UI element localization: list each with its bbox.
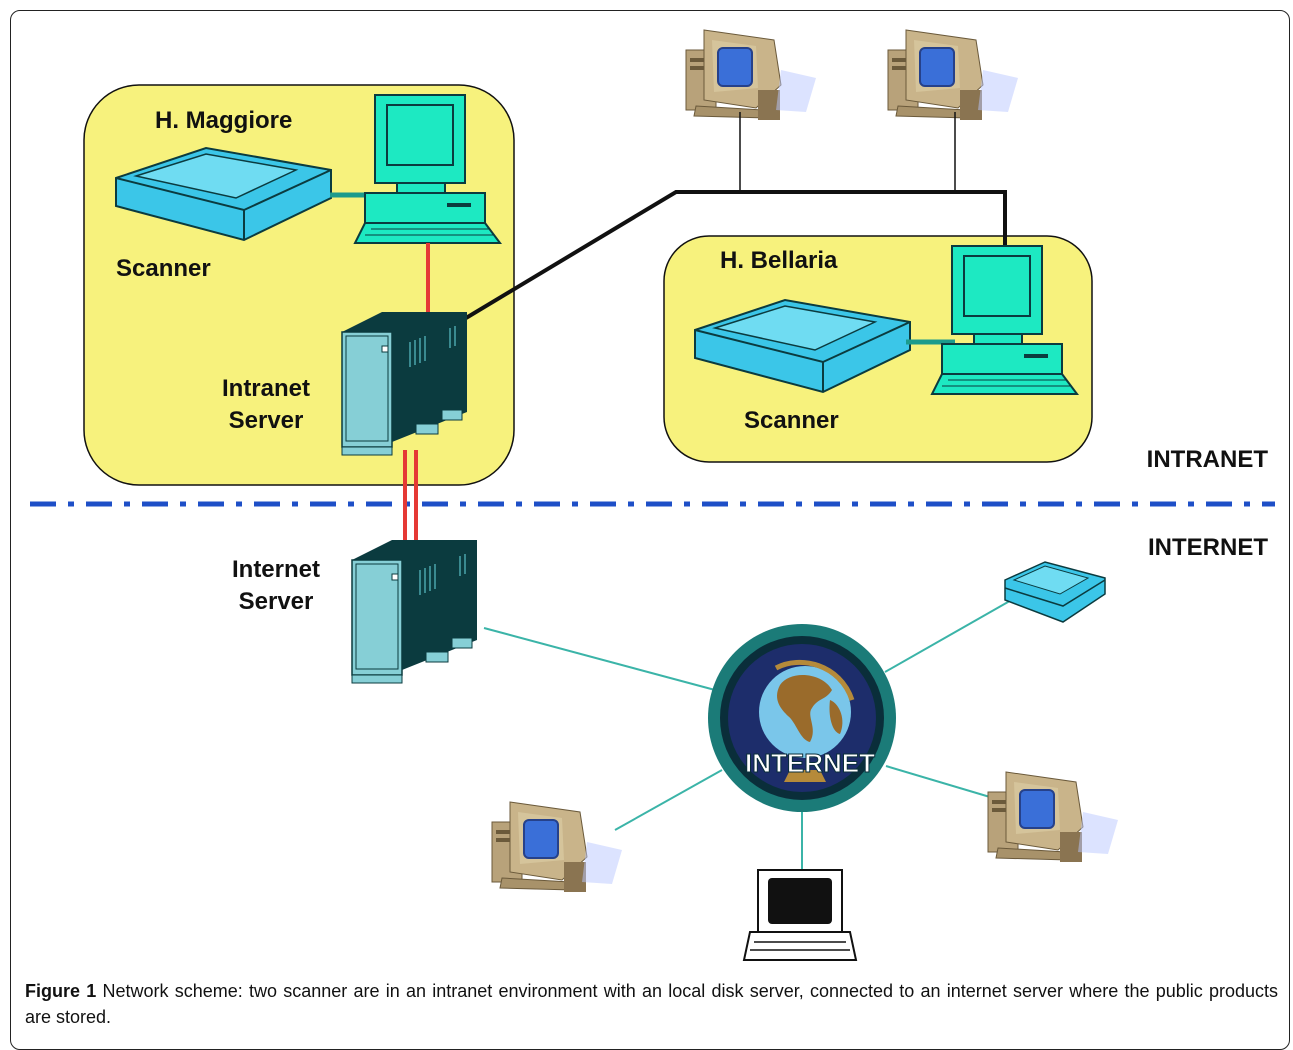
globe-label: INTERNET <box>745 748 875 778</box>
internet-client-right <box>987 771 1119 863</box>
workstation-top-right <box>887 29 1019 121</box>
label-internet-server-line2: Server <box>239 588 314 615</box>
label-intranet-server-line1: Intranet <box>222 375 310 402</box>
internet-links <box>483 597 1016 870</box>
label-intranet-zone: INTRANET <box>1147 446 1269 473</box>
internet-client-left <box>491 801 623 893</box>
figure-caption: Figure 1 Network scheme: two scanner are… <box>25 978 1278 1030</box>
internet-scanner <box>1004 561 1106 623</box>
label-intranet-server-line2: Server <box>229 407 304 434</box>
intranet-backbone-link <box>464 190 1007 320</box>
label-h-maggiore: H. Maggiore <box>155 107 292 134</box>
internet-server <box>351 539 478 684</box>
caption-text: Network scheme: two scanner are in an in… <box>25 981 1279 1027</box>
internet-client-laptop <box>742 869 858 961</box>
label-scanner-bellaria: Scanner <box>744 407 839 434</box>
internet-globe: INTERNET <box>708 624 896 812</box>
label-internet-server-line1: Internet <box>232 556 320 583</box>
label-scanner-maggiore: Scanner <box>116 255 211 282</box>
workstation-top-left <box>685 29 817 121</box>
label-h-bellaria: H. Bellaria <box>720 247 838 274</box>
caption-figure-label: Figure 1 <box>25 981 97 1001</box>
label-internet-zone: INTERNET <box>1148 534 1268 561</box>
